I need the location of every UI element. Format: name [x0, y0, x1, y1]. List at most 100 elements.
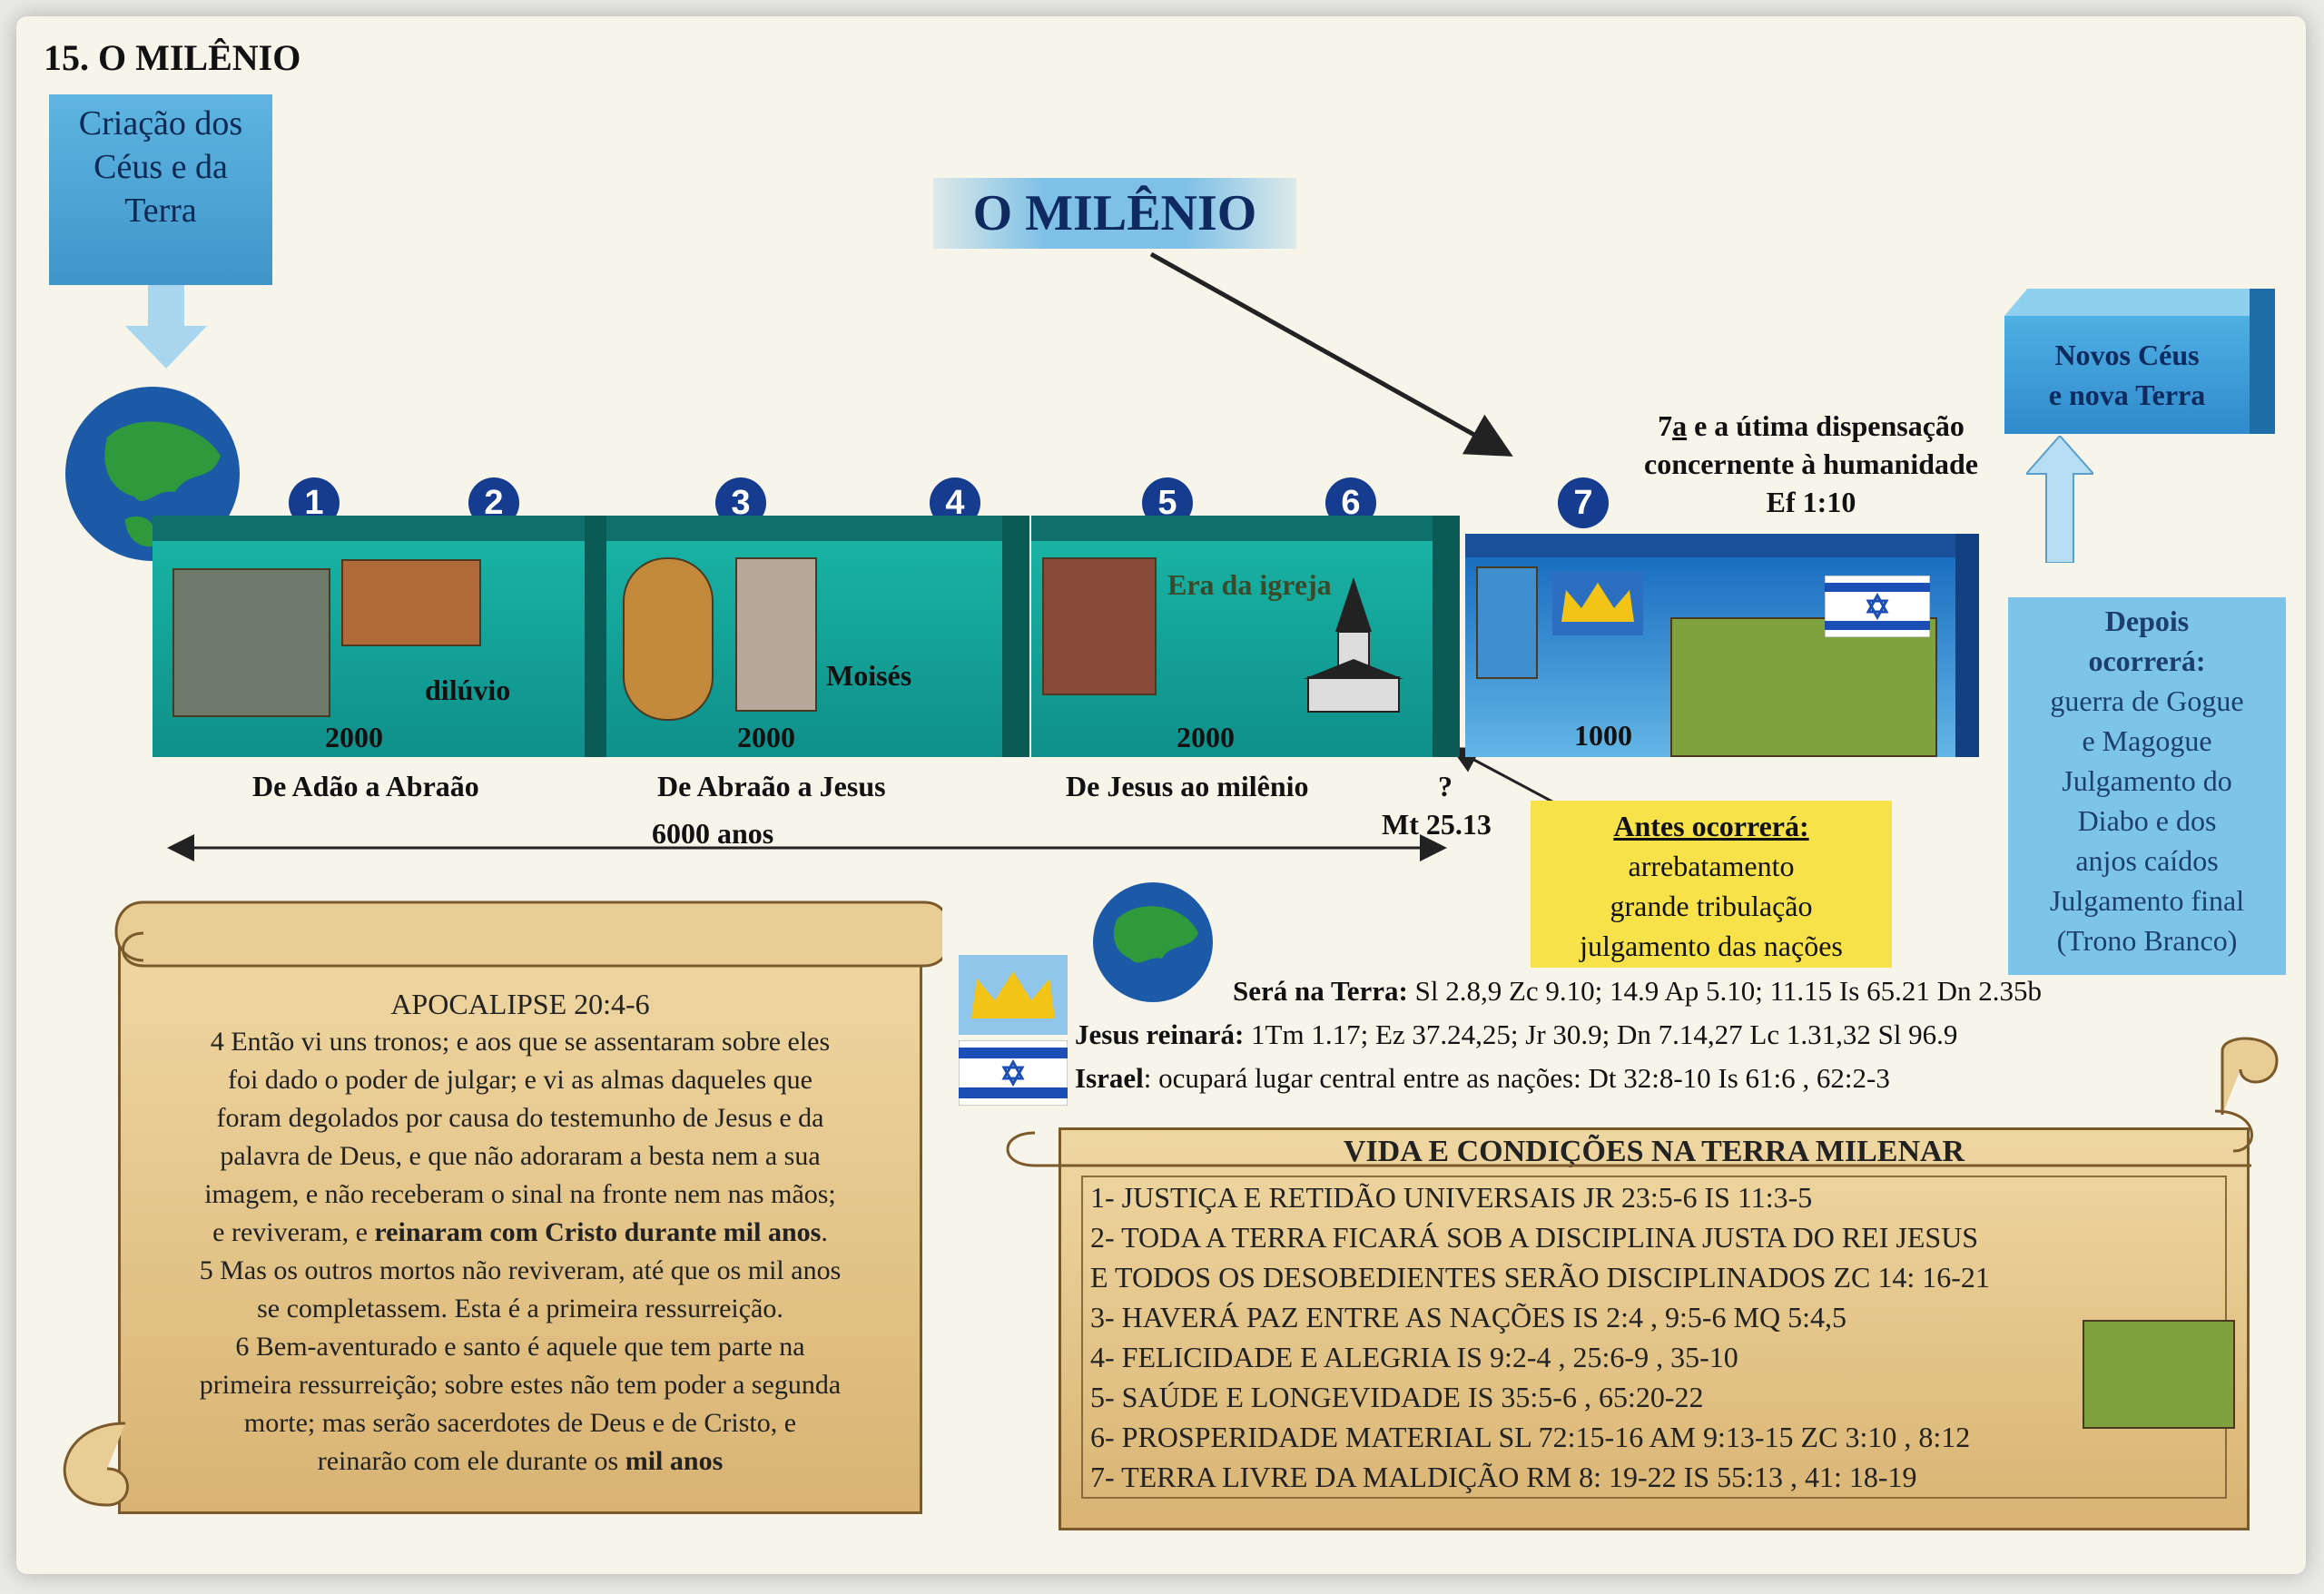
reference-label: Jesus reinará:: [1075, 1018, 1245, 1050]
lion-lamb-image: [1670, 617, 1937, 757]
crown-icon: [1552, 572, 1643, 635]
depois-item: Julgamento do: [2062, 764, 2232, 797]
vida-line: E TODOS OS DESOBEDIENTES SERÃO DISCIPLIN…: [1090, 1261, 1990, 1294]
apocalipse-line: palavra de Deus, e que não adoraram a be…: [220, 1141, 821, 1171]
depois-title: Depois: [2104, 605, 2190, 637]
adam-eve-image: [172, 568, 330, 717]
antes-box: Antes ocorrerá: arrebatamento grande tri…: [1531, 801, 1892, 968]
apocalipse-line: 6 Bem-aventurado e santo é aquele que te…: [235, 1332, 805, 1362]
novos-ceus-label: Novos Céus e nova Terra: [2004, 316, 2250, 434]
vida-line: 3- HAVERÁ PAZ ENTRE AS NAÇÕES IS 2:4 , 9…: [1090, 1301, 1846, 1333]
period-box-3: Era da igreja 2000: [1031, 516, 1460, 757]
vida-scroll-right-curl: [2221, 1037, 2279, 1115]
nativity-image: [1042, 557, 1157, 695]
apocalipse-title: APOCALIPSE 20:4-6: [390, 988, 650, 1020]
depois-item: guerra de Gogue: [2050, 684, 2244, 717]
mt-reference: Mt 25.13: [1382, 808, 1492, 841]
small-crown-icon: [959, 955, 1068, 1035]
reference-text: Sl 2.8,9 Zc 9.10; 14.9 Ap 5.10; 11.15 Is…: [1407, 975, 2042, 1007]
antes-title: Antes ocorrerá:: [1613, 810, 1809, 842]
connector-arrows: [167, 251, 2055, 861]
apocalipse-line: 5 Mas os outros mortos não reviveram, at…: [199, 1255, 842, 1285]
depois-item: Diabo e dos: [2077, 804, 2217, 837]
millennium-box: 1000: [1465, 534, 1979, 757]
vida-line: 4- FELICIDADE E ALEGRIA IS 9:2-4 , 25:6-…: [1090, 1341, 1738, 1373]
vida-scroll-top-curl: [1006, 1109, 2253, 1167]
depois-item: e Magogue: [2082, 724, 2212, 757]
period-2-years: 2000: [737, 721, 795, 753]
small-globe-icon: [1093, 882, 1213, 1002]
apocalipse-line: morte; mas serão sacerdotes de Deus e de…: [243, 1408, 797, 1438]
box-top: [606, 516, 1002, 541]
vida-scroll: VIDA E CONDIÇÕES NA TERRA MILENAR 1- JUS…: [1059, 1127, 2250, 1530]
span-label: 6000 anos: [652, 817, 774, 850]
box-top: [1465, 534, 1955, 557]
apocalipse-bold-text: reinaram com Cristo durante mil anos: [374, 1217, 822, 1247]
dispensation-line-3: Ef 1:10: [1766, 486, 1856, 518]
novos-ceus-line-1: Novos Céus: [2054, 339, 2200, 371]
antes-item: arrebatamento: [1628, 850, 1795, 882]
question-mark: ?: [1438, 770, 1452, 802]
vida-line: 7- TERRA LIVRE DA MALDIÇÃO RM 8: 19-22 I…: [1090, 1461, 1917, 1493]
dispensation-line-2: concernente à humanidade: [1644, 448, 1978, 480]
apocalipse-scroll: APOCALIPSE 20:4-6 4 Então vi uns tronos;…: [118, 933, 922, 1514]
depois-item: (Trono Branco): [2056, 924, 2238, 957]
page-title: 15. O MILÊNIO: [44, 37, 301, 78]
apocalipse-line: imagem, e não receberam o sinal na front…: [204, 1179, 836, 1209]
creation-line-1: Criação dos: [78, 104, 243, 143]
israel-flag-icon: [1825, 576, 1930, 637]
terra-reference: Será na Terra: Sl 2.8,9 Zc 9.10; 14.9 Ap…: [1233, 975, 2042, 1008]
depois-item: Julgamento final: [2049, 884, 2245, 917]
small-israel-flag-icon: [959, 1040, 1068, 1106]
period-3-image-label: Era da igreja: [1167, 568, 1332, 601]
apocalipse-line: foi dado o poder de julgar; e vi as alma…: [228, 1065, 812, 1095]
dispensation-line-1: 7a e a útima dispensação: [1580, 407, 2043, 445]
depois-subtitle: ocorrerá:: [2088, 644, 2206, 677]
dispensation-note: 7a e a útima dispensação concernente à h…: [1580, 407, 2043, 521]
period-1-image-label: dilúvio: [425, 674, 511, 706]
apocalipse-line: reinarão com ele durante os mil anos: [121, 1442, 920, 1481]
vida-list: 1- JUSTIÇA E RETIDÃO UNIVERSAIS JR 23:5-…: [1081, 1176, 2227, 1499]
lion-lamb-small-image: [2083, 1320, 2235, 1429]
period-1-caption: De Adão a Abraão: [252, 770, 479, 802]
period-box-2: Moisés 2000: [606, 516, 1029, 757]
jesus-image: [1476, 566, 1538, 679]
apocalipse-line: 4 Então vi uns tronos; e aos que se asse…: [210, 1027, 831, 1057]
creation-box: Criação dos Céus e da Terra: [49, 94, 272, 285]
millennium-years: 1000: [1574, 719, 1632, 752]
scroll-bottom-curl: [63, 1422, 129, 1507]
vida-line: 2- TODA A TERRA FICARÁ SOB A DISCIPLINA …: [1090, 1221, 1979, 1254]
reference-text: : ocupará lugar central entre as nações:…: [1143, 1062, 1890, 1094]
depois-box: Depois ocorrerá: guerra de Gogue e Magog…: [2008, 597, 2286, 975]
apocalipse-text: reinarão com ele durante os: [317, 1446, 625, 1476]
apocalipse-line: e reviveram, e reinaram com Cristo duran…: [121, 1214, 920, 1252]
joseph-image: [623, 557, 714, 721]
diagram-sheet: 15. O MILÊNIO Criação dos Céus e da Terr…: [16, 16, 2306, 1574]
creation-line-3: Terra: [124, 192, 197, 230]
box-side: [1955, 534, 1979, 757]
period-2-caption: De Abraão a Jesus: [657, 770, 886, 802]
apocalipse-line: foram degolados por causa do testemunho …: [216, 1103, 824, 1133]
period-3-years: 2000: [1177, 721, 1235, 753]
box-side: [1433, 516, 1460, 757]
period-2-image-label: Moisés: [826, 659, 912, 692]
reference-label: Israel: [1075, 1062, 1144, 1094]
apocalipse-line: primeira ressurreição; sobre estes não t…: [199, 1370, 842, 1400]
vida-title: VIDA E CONDIÇÕES NA TERRA MILENAR: [1343, 1135, 1965, 1168]
up-arrow-icon: [2026, 436, 2093, 563]
novos-ceus-box: Novos Céus e nova Terra: [2004, 289, 2275, 434]
vida-line: 6- PROSPERIDADE MATERIAL SL 72:15-16 AM …: [1090, 1421, 1971, 1453]
vida-line: 5- SAÚDE E LONGEVIDADE IS 35:5-6 , 65:20…: [1090, 1381, 1704, 1413]
period-box-1: dilúvio 2000: [153, 516, 612, 757]
period-1-years: 2000: [325, 721, 383, 753]
period-number-7: 7: [1558, 477, 1609, 528]
box-side: [2250, 289, 2275, 434]
novos-ceus-line-2: e nova Terra: [2048, 379, 2206, 411]
apocalipse-text: .: [821, 1217, 828, 1247]
dispensation-number: 7: [1658, 409, 1673, 442]
vida-line: 1- JUSTIÇA E RETIDÃO UNIVERSAIS JR 23:5-…: [1090, 1181, 1813, 1214]
box-top: [153, 516, 585, 541]
main-title: O MILÊNIO: [933, 178, 1296, 249]
down-arrow-icon: [125, 285, 207, 369]
dispensation-text: e a útima dispensação: [1687, 409, 1965, 442]
